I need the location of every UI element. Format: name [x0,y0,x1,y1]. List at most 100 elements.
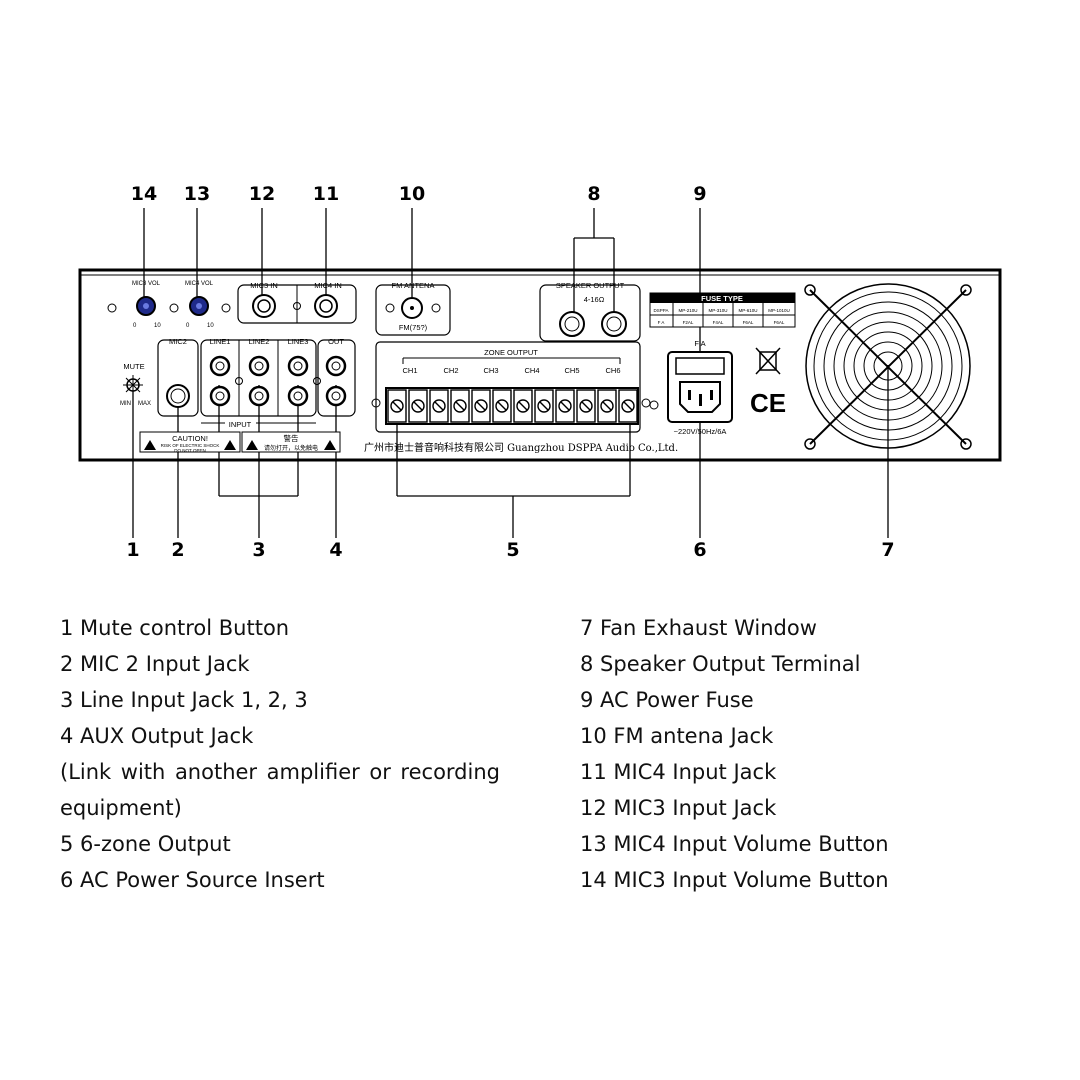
svg-text:10: 10 [154,323,161,329]
warning-triangle-icon [246,440,258,450]
aux-output-jack[interactable] [325,355,347,407]
legend-note: (Link with another amplifier or recordin… [60,760,500,820]
warning-triangle-icon [224,440,236,450]
mic2-label: MIC2 [169,337,187,346]
rear-panel-diagram: 14 13 12 11 10 8 9 1 2 3 4 5 6 7 [78,183,1002,561]
line3-label: LINE3 [288,337,309,346]
legend-item: 12 MIC3 Input Jack [580,796,777,820]
screw-icon [107,303,117,313]
mic4-in-label: MIC4 IN [314,281,342,290]
callout-13: 13 [184,183,210,205]
svg-text:MP-1010U: MP-1010U [768,308,790,313]
svg-text:F2AL: F2AL [683,320,694,325]
mic4-input-jack[interactable] [314,294,338,318]
company-name: 广州市迪士普音响科技有限公司 Guangzhou DSPPA Audio Co.… [364,441,678,454]
svg-text:MIC3 VOL: MIC3 VOL [132,281,161,287]
legend-right: 7 Fan Exhaust Window 8 Speaker Output Te… [580,610,1040,898]
legend-item: 5 6-zone Output [60,832,231,856]
ac-power-inlet[interactable] [667,351,733,423]
mic3-input-jack[interactable] [252,294,276,318]
legend-item: 10 FM antena Jack [580,724,774,748]
fm-antenna-box [375,284,451,336]
speaker-ohm-label: 4-16Ω [584,295,605,304]
callout-8: 8 [587,183,600,205]
ch3-label: CH3 [483,366,498,375]
warning-cn-title: 警告 [284,433,299,443]
screw-icon [221,303,231,313]
fan-exhaust-window [804,283,972,450]
caution-sub2: DO NOT OPEN [174,448,205,453]
callout-2: 2 [171,539,184,561]
mic3-volume-knob[interactable]: MIC3 VOL 0 10 [132,281,161,329]
warning-cn-label [241,431,341,453]
legend-left: 1 Mute control Button 2 MIC 2 Input Jack… [60,610,500,898]
fa-label: F A [694,339,705,348]
screw-icon [235,377,243,385]
ce-mark: CE [750,388,786,418]
ch1-label: CH1 [402,366,417,375]
line1-input-jack[interactable] [209,355,231,407]
screw-icon [293,302,301,310]
legend-item: 7 Fan Exhaust Window [580,616,817,640]
screw-icon [313,377,321,385]
mute-label: MUTE [123,362,144,371]
legend-item: 14 MIC3 Input Volume Button [580,868,889,892]
warning-triangle-icon [324,440,336,450]
callout-14: 14 [131,183,157,205]
caution-label [139,431,241,453]
legend-item: 1 Mute control Button [60,616,290,640]
line2-label: LINE2 [249,337,270,346]
svg-text:MP-610U: MP-610U [738,308,757,313]
zone-output-box [375,341,641,433]
warning-triangle-icon [144,440,156,450]
callout-3: 3 [252,539,265,561]
legend-item: 2 MIC 2 Input Jack [60,652,250,676]
callout-10: 10 [399,183,425,205]
ch6-label: CH6 [605,366,620,375]
mic2-input-jack[interactable] [166,384,190,408]
svg-text:DSPPA: DSPPA [654,308,669,313]
callout-11: 11 [313,183,339,205]
callout-9: 9 [693,183,706,205]
zone-output-brackets [402,357,621,364]
line1-label: LINE1 [210,337,231,346]
svg-text:FUSE TYPE: FUSE TYPE [701,294,743,303]
mute-control-button[interactable] [123,375,143,395]
screw-icon [431,303,441,313]
svg-text:0: 0 [186,323,190,329]
legend-item: 6 AC Power Source Insert [60,868,325,892]
speaker-output-terminal-right[interactable] [601,311,627,337]
line3-input-jack[interactable] [287,355,309,407]
line2-input-jack[interactable] [248,355,270,407]
screw-icon [371,398,381,408]
input-label: INPUT [229,420,252,429]
mic2-box [157,339,199,417]
callout-6: 6 [693,539,706,561]
power-rating-label: ~220V/50Hz/6A [674,427,727,436]
legend-item: 9 AC Power Fuse [580,688,754,712]
svg-text:MP-310U: MP-310U [708,308,727,313]
fuse-type-table: FUSE TYPE DSPPA MP-210U MP-310U MP-610U … [649,292,796,328]
fm-ohm-label: FM(75?) [399,323,428,332]
caution-sub1: RISK OF ELECTRIC SHOCK [161,443,220,448]
zone-output-terminal-block[interactable] [385,387,639,425]
ch5-label: CH5 [564,366,579,375]
svg-text:F4AL: F4AL [713,320,724,325]
callout-4: 4 [329,539,342,561]
callout-12: 12 [249,183,275,205]
svg-text:F6AL: F6AL [743,320,754,325]
min-label: MIN [120,401,131,407]
weee-bin-icon [755,347,781,375]
mic4-volume-knob[interactable]: MIC4 VOL 0 10 [185,281,214,329]
speaker-output-terminal-left[interactable] [559,311,585,337]
callout-5: 5 [506,539,519,561]
callout-7: 7 [881,539,894,561]
svg-text:MP-210U: MP-210U [678,308,697,313]
svg-text:MIC4 VOL: MIC4 VOL [185,281,214,287]
fm-antenna-jack[interactable] [401,297,423,319]
svg-text:10: 10 [207,323,214,329]
legend-item: 11 MIC4 Input Jack [580,760,777,784]
mic3-in-label: MIC3 IN [250,281,278,290]
max-label: MAX [138,401,151,407]
ch4-label: CH4 [524,366,539,375]
